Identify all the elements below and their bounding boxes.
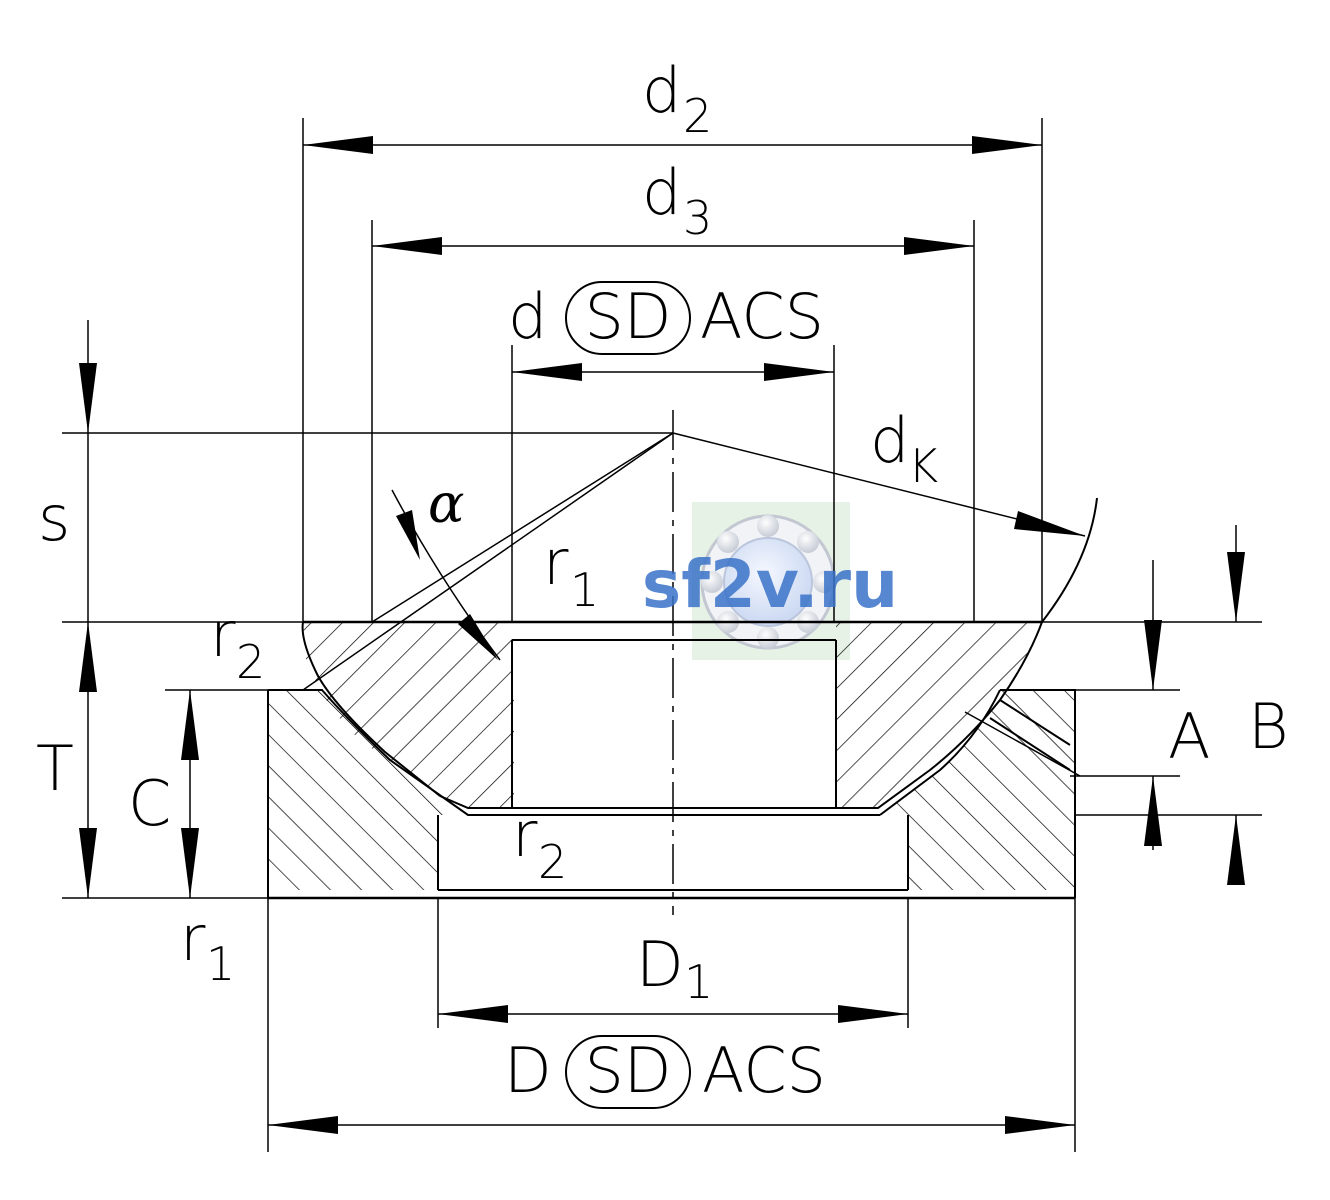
label-r1-bottom: r 1 xyxy=(180,902,235,991)
svg-text:r: r xyxy=(512,798,538,871)
label-alpha: α xyxy=(428,472,464,535)
label-A: A xyxy=(1168,700,1210,773)
housing-washer-left-section xyxy=(267,689,480,890)
dimension-C xyxy=(181,690,199,898)
sd-badge-top xyxy=(565,281,691,355)
dimension-T xyxy=(79,622,97,898)
svg-text:2: 2 xyxy=(538,835,567,889)
svg-text:1: 1 xyxy=(206,937,235,991)
dimension-B xyxy=(1227,525,1245,885)
dimension-dk xyxy=(672,432,1086,537)
leader-A-contact xyxy=(964,711,1081,777)
label-r1-top: r 1 xyxy=(543,526,599,617)
label-D-sd-acs: D SD ACS xyxy=(504,1034,826,1109)
svg-text:D: D xyxy=(504,1034,552,1107)
dimension-d3 xyxy=(372,237,974,255)
svg-text:K: K xyxy=(908,439,938,493)
watermark-text: sf2v.ru xyxy=(642,546,898,623)
svg-text:2: 2 xyxy=(683,89,712,143)
label-r2-bottom: r 2 xyxy=(512,798,567,889)
dimension-alpha xyxy=(302,432,674,691)
label-r2-top: r 2 xyxy=(210,598,265,689)
dimension-d2 xyxy=(303,136,1042,154)
label-d2: d 2 xyxy=(642,54,712,143)
svg-text:ACS: ACS xyxy=(700,280,824,353)
svg-text:r: r xyxy=(543,526,569,599)
svg-text:d: d xyxy=(642,156,681,229)
label-B: B xyxy=(1248,690,1289,763)
svg-text:1: 1 xyxy=(570,563,599,617)
label-s: s xyxy=(38,482,70,555)
svg-text:2: 2 xyxy=(236,635,265,689)
svg-text:r: r xyxy=(210,598,236,671)
svg-text:ACS: ACS xyxy=(702,1034,826,1107)
svg-text:1: 1 xyxy=(684,955,713,1009)
svg-text:d: d xyxy=(508,280,547,353)
svg-text:r: r xyxy=(180,902,206,975)
dimension-D xyxy=(268,1116,1075,1134)
svg-text:SD: SD xyxy=(584,280,671,353)
svg-text:3: 3 xyxy=(683,191,712,245)
sd-badge-bottom xyxy=(565,1035,691,1109)
label-dk: d K xyxy=(870,404,938,493)
dimension-s xyxy=(79,320,97,622)
svg-text:d: d xyxy=(642,54,681,127)
svg-text:SD: SD xyxy=(584,1034,671,1107)
svg-text:D: D xyxy=(636,928,684,1001)
label-d-sd-acs: d SD ACS xyxy=(508,280,824,355)
label-C: C xyxy=(128,767,171,840)
dimension-d xyxy=(512,363,834,381)
label-d3: d 3 xyxy=(642,156,712,245)
extension-lines xyxy=(62,118,1262,1152)
label-T: T xyxy=(36,732,74,805)
label-D1: D 1 xyxy=(636,928,713,1009)
dimension-D1 xyxy=(438,1005,908,1023)
dimension-A xyxy=(1144,560,1162,850)
svg-text:d: d xyxy=(870,404,909,477)
